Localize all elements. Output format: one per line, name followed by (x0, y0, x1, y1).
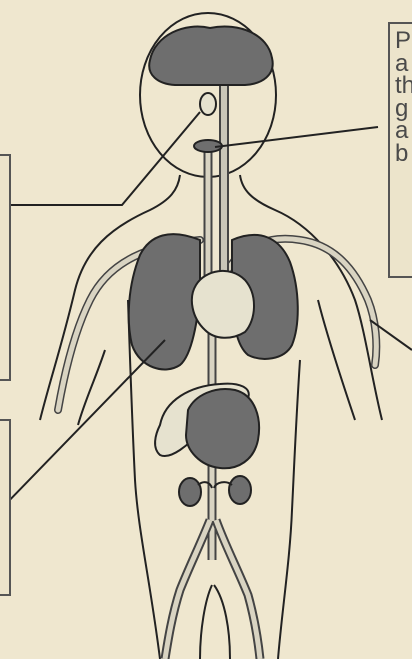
brain (149, 27, 272, 85)
pituitary-gland (200, 93, 216, 115)
right-kidney (229, 476, 251, 504)
stomach (186, 389, 259, 468)
left-kidney (179, 478, 201, 506)
callout-text: P a th g a b (395, 30, 412, 165)
callout-box-lower-left (0, 420, 10, 595)
callout-box-upper-left (0, 155, 10, 380)
left-lung (129, 234, 200, 369)
callout-box-thyroid: P a th g a b (388, 22, 412, 278)
